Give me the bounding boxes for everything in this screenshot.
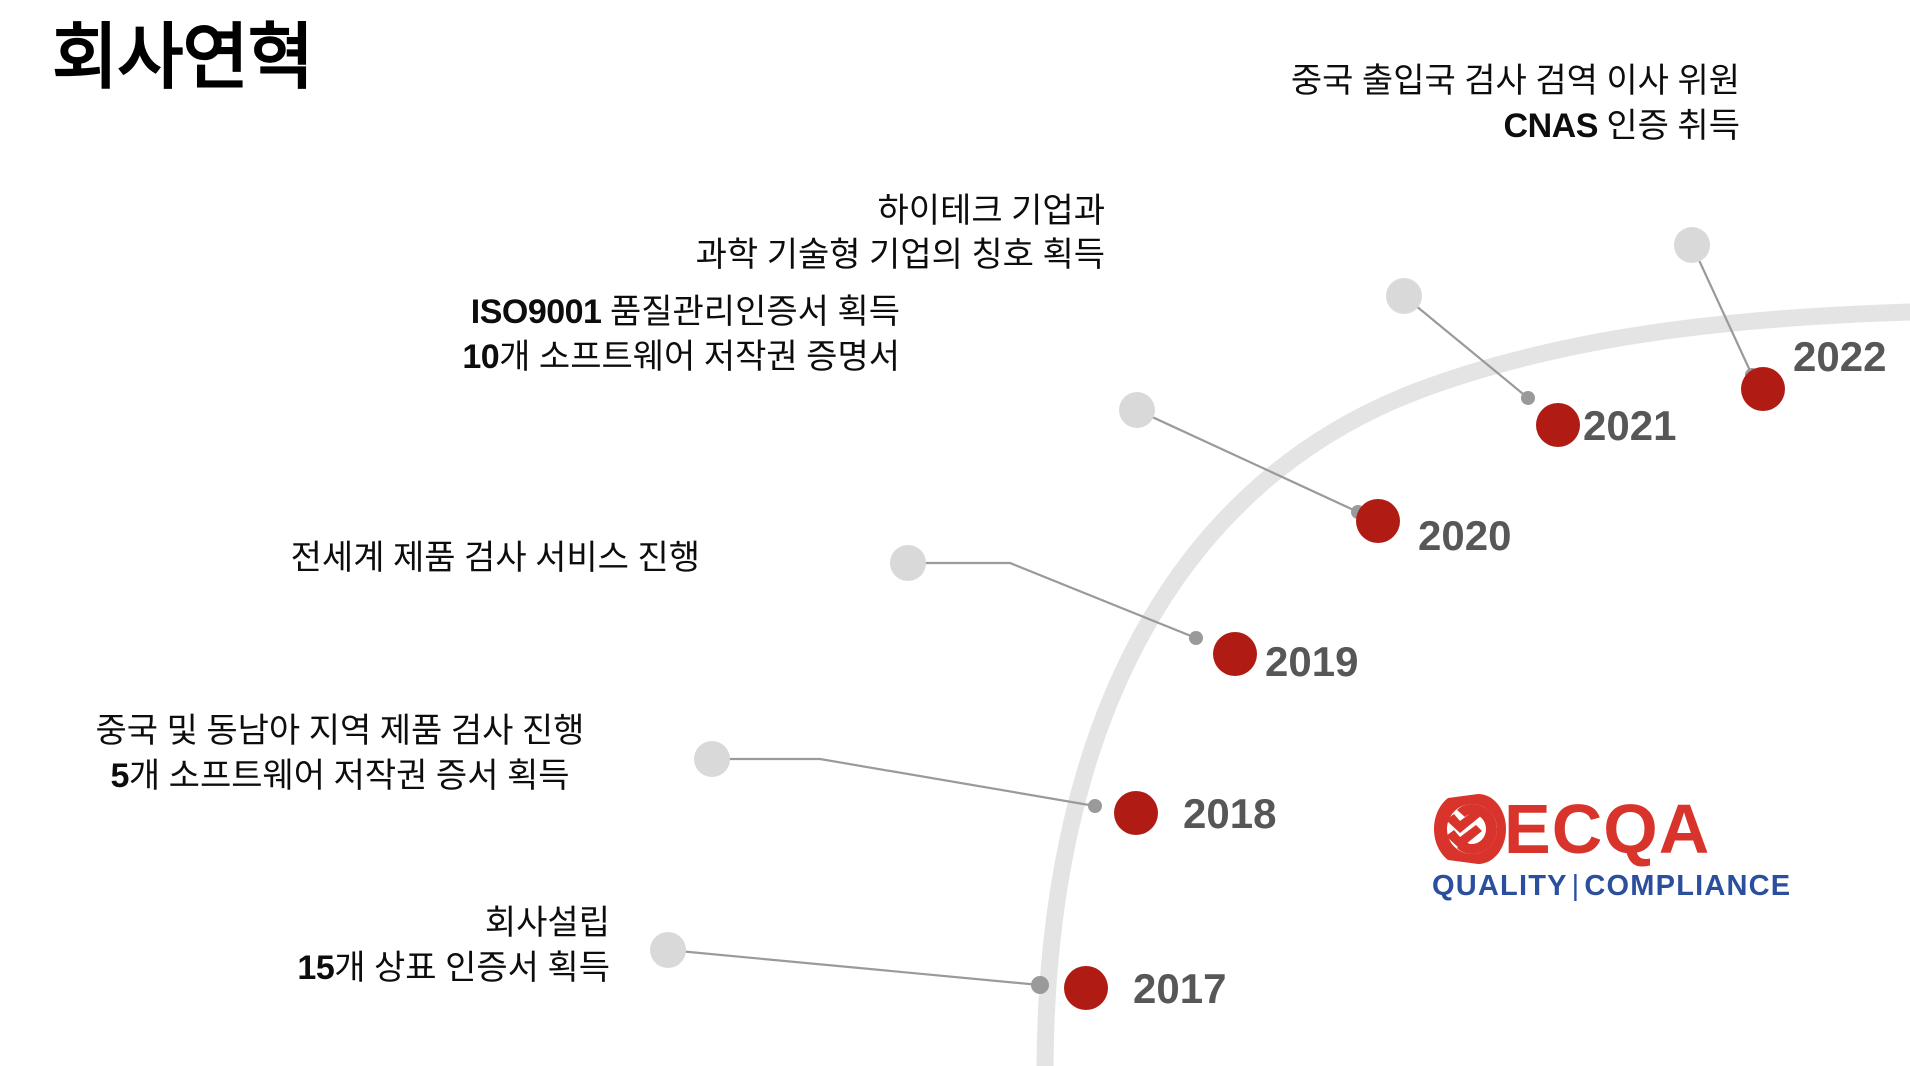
ecqa-tagline-compliance: COMPLIANCE: [1584, 870, 1792, 902]
milestone-dot-2019[interactable]: [1213, 632, 1257, 676]
connector-2018: [712, 757, 1096, 808]
event-2022-line2-bold: CNAS: [1503, 107, 1599, 146]
event-label-2018: 중국 및 동남아 지역 제품 검사 진행 5개 소프트웨어 저작권 증서 획득: [20, 710, 660, 799]
ecqa-tagline: QUALITY|COMPLIANCE: [1432, 870, 1796, 903]
connector-2020: [1136, 409, 1359, 513]
event-2020-line2-rest: 개 소프트웨어 저작권 증명서: [499, 339, 900, 377]
event-2020-line1: ISO9001 품질관리인증서 획득: [380, 290, 900, 335]
ecqa-logo-top-row: ECQA: [1432, 792, 1796, 866]
event-2020-line2: 10개 소프트웨어 저작권 증명서: [380, 335, 900, 380]
event-2017-line2-bold: 15: [297, 949, 335, 988]
year-label-2021: 2021: [1583, 402, 1677, 449]
event-2022-line1: 중국 출입국 검사 검역 이사 위원: [1290, 63, 1740, 100]
ecqa-mark-icon: [1432, 792, 1510, 866]
year-label-2022: 2022: [1793, 333, 1887, 380]
year-label-2020: 2020: [1418, 512, 1512, 559]
connector-2021: [1403, 295, 1529, 399]
connector-2017: [667, 948, 1041, 987]
milestone-dot-2020[interactable]: [1356, 499, 1400, 543]
timeline-arc: [1036, 303, 1910, 1066]
year-label-2019: 2019: [1265, 638, 1359, 685]
event-2018-line2-rest: 개 소프트웨어 저작권 증서 획득: [128, 758, 570, 796]
event-label-2020: ISO9001 품질관리인증서 획득 10개 소프트웨어 저작권 증명서: [380, 290, 900, 380]
ecqa-wordmark: ECQA: [1504, 790, 1711, 868]
event-2018-line2-bold: 5: [110, 757, 129, 796]
event-label-2017: 회사설립 15개 상표 인증서 획득: [150, 902, 610, 991]
year-label-2017: 2017: [1133, 965, 1227, 1012]
event-2020-line2-bold: 10: [462, 338, 500, 377]
connector-endpoint-2021: [1521, 391, 1535, 405]
event-2020-line1-rest: 품질관리인증서 획득: [601, 294, 900, 331]
connector-endpoint-2019: [1189, 631, 1203, 645]
event-2017-line1: 회사설립: [484, 905, 610, 942]
label-bullet-2018: [694, 741, 730, 777]
label-bullet-2019: [890, 545, 926, 581]
milestone-dot-2022[interactable]: [1741, 367, 1785, 411]
event-2017-line2-rest: 개 상표 인증서 획득: [334, 950, 610, 988]
event-2018-line2: 5개 소프트웨어 저작권 증서 획득: [20, 754, 660, 799]
milestone-dot-2018[interactable]: [1114, 791, 1158, 835]
event-2018-line1: 중국 및 동남아 지역 제품 검사 진행: [95, 713, 585, 750]
event-2021-line1: 하이테크 기업과: [877, 193, 1105, 230]
event-2022-line2: CNAS 인증 취득: [880, 104, 1740, 149]
label-bullet-2017: [650, 932, 686, 968]
milestone-dot-2017[interactable]: [1064, 966, 1108, 1010]
connector-endpoint-2017: [1031, 976, 1049, 994]
event-label-2019: 전세계 제품 검사 서비스 진행: [190, 537, 700, 581]
event-2017-line2: 15개 상표 인증서 획득: [150, 946, 610, 991]
event-2019-line1: 전세계 제품 검사 서비스 진행: [290, 540, 700, 577]
ecqa-logo: ECQA QUALITY|COMPLIANCE: [1432, 792, 1796, 912]
label-bullet-2021: [1386, 278, 1422, 314]
connector-endpoint-2018: [1088, 799, 1102, 813]
connector-2022: [1691, 244, 1753, 376]
event-label-2021: 하이테크 기업과 과학 기술형 기업의 칭호 획득: [560, 190, 1105, 278]
event-label-2022: 중국 출입국 검사 검역 이사 위원 CNAS 인증 취득: [880, 60, 1740, 149]
connector-2019: [908, 561, 1197, 640]
ecqa-tagline-quality: QUALITY: [1432, 870, 1568, 902]
year-label-2018: 2018: [1183, 790, 1277, 837]
label-bullet-2022: [1674, 227, 1710, 263]
page-title: 회사연혁: [52, 18, 314, 98]
event-2020-line1-bold: ISO9001: [470, 293, 602, 331]
ecqa-tagline-separator: |: [1571, 870, 1581, 902]
event-2021-line2: 과학 기술형 기업의 칭호 획득: [695, 237, 1105, 275]
label-bullet-2020: [1119, 392, 1155, 428]
event-2022-line2-rest: 인증 취득: [1597, 108, 1740, 146]
milestone-dot-2021[interactable]: [1536, 403, 1580, 447]
